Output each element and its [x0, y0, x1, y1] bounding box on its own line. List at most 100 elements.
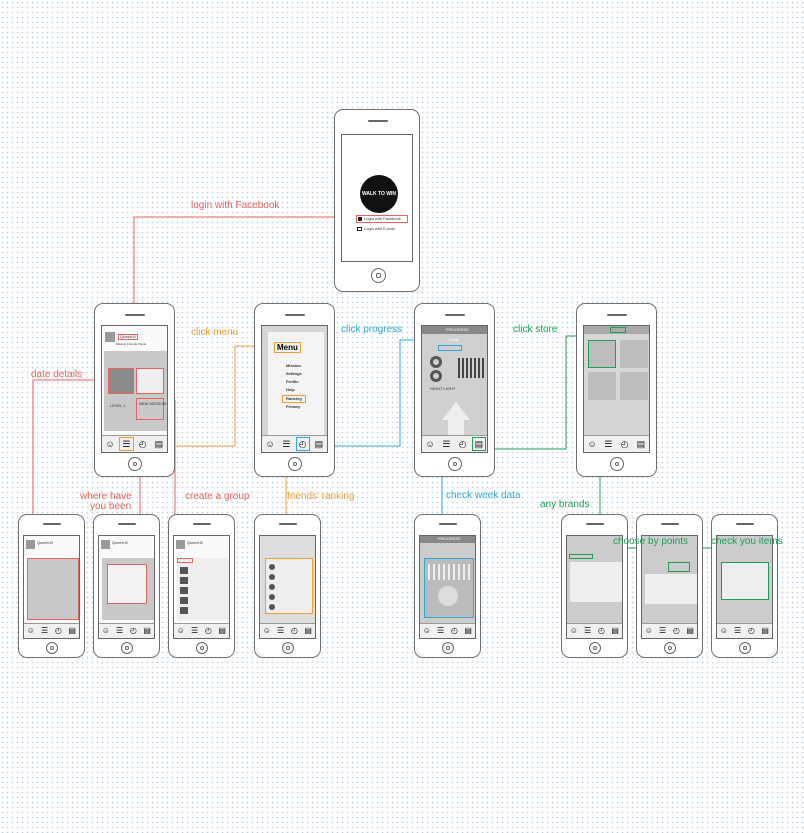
tab-store[interactable]: ▤ — [154, 438, 164, 449]
tab-profile[interactable]: ☺ — [587, 438, 597, 449]
tabbar: ☺ ☰ ◴ ▤ — [99, 623, 154, 638]
brand-tile[interactable] — [588, 340, 616, 368]
tab-store[interactable]: ▤ — [68, 626, 76, 635]
tab-menu[interactable]: ☰ — [116, 626, 124, 635]
tab-progress[interactable]: ◴ — [597, 626, 605, 635]
tab-progress[interactable]: ◴ — [204, 626, 212, 635]
tab-store[interactable]: ▤ — [686, 626, 694, 635]
week-ring — [438, 586, 458, 606]
week-data-screen: PROGRESS ☺ ☰ ◴ ▤ — [419, 535, 476, 639]
tab-profile[interactable]: ☺ — [262, 626, 271, 635]
tab-progress[interactable]: ◴ — [54, 626, 62, 635]
brands-header[interactable] — [569, 554, 593, 559]
tab-store[interactable]: ▤ — [761, 626, 769, 635]
tab-profile[interactable]: ☺ — [26, 626, 35, 635]
home-button — [442, 642, 454, 654]
phone-store: ☺ ☰ ◴ ▤ — [576, 303, 657, 477]
logo-text: WALK TO WIN — [361, 191, 397, 197]
menu-item-help[interactable]: Help — [286, 387, 295, 392]
tabbar: ☺ ☰ ◴ ▤ — [567, 623, 622, 638]
tab-menu[interactable]: ☰ — [659, 626, 667, 635]
items-panel[interactable] — [721, 562, 769, 600]
points-grid — [645, 574, 697, 604]
tab-profile[interactable]: ☺ — [422, 626, 431, 635]
tab-progress[interactable]: ◴ — [458, 438, 467, 449]
home-button — [288, 457, 302, 471]
login-facebook-button[interactable]: Login with Facebook — [356, 215, 408, 223]
tab-menu[interactable]: ☰ — [437, 626, 445, 635]
map-tile[interactable] — [136, 368, 164, 394]
tab-menu[interactable]: ☰ — [584, 626, 592, 635]
store-title-box[interactable] — [610, 327, 626, 333]
tabbar: ☺ ☰ ◴ ▤ — [420, 623, 475, 638]
tab-progress[interactable]: ◴ — [620, 438, 629, 449]
tab-profile[interactable]: ☺ — [425, 438, 435, 449]
menu-item-privacy[interactable]: Privacy — [286, 404, 301, 409]
tab-progress[interactable]: ◴ — [672, 626, 680, 635]
tab-menu[interactable]: ☰ — [191, 626, 199, 635]
tab-menu[interactable]: ☰ — [442, 438, 451, 449]
tabbar: ☺ ☰ ◴ ▤ — [260, 623, 315, 638]
group-header[interactable] — [177, 558, 193, 563]
tab-progress[interactable]: ◴ — [129, 626, 137, 635]
menu-item-ranking[interactable]: Ranking — [282, 395, 306, 403]
tab-menu[interactable]: ☰ — [282, 438, 291, 449]
new-mission-tile[interactable]: NEW MISSION — [136, 398, 166, 420]
piggy-tile[interactable] — [620, 340, 648, 368]
tab-menu[interactable]: ☰ — [118, 436, 134, 452]
tab-store[interactable]: ▤ — [304, 626, 312, 635]
tab-store[interactable]: ▤ — [314, 438, 324, 449]
tab-profile[interactable]: ☺ — [105, 438, 115, 449]
bar-chart — [458, 358, 484, 378]
profile-name: Queen.B — [37, 540, 53, 545]
tab-profile[interactable]: ☺ — [569, 626, 578, 635]
menu-item-mission[interactable]: Mission — [286, 363, 301, 368]
map-view[interactable] — [107, 564, 147, 604]
menu-item-settings[interactable]: Settings — [286, 371, 302, 376]
progress-screen: PROGRESS Today NIGHT LIGHT ☺ ☰ ◴ ▤ — [421, 325, 488, 453]
points-screen: ☺ ☰ ◴ ▤ — [641, 535, 698, 639]
tab-progress[interactable]: ◴ — [138, 438, 147, 449]
store-tile[interactable] — [588, 372, 616, 400]
tab-store[interactable]: ▤ — [218, 626, 226, 635]
tab-profile[interactable]: ☺ — [101, 626, 110, 635]
level-label: LEVEL 1 — [110, 403, 126, 408]
tab-menu[interactable]: ☰ — [604, 438, 613, 449]
tab-menu[interactable]: ☰ — [277, 626, 285, 635]
progress-header — [422, 326, 487, 334]
brands-screen: ☺ ☰ ◴ ▤ — [566, 535, 623, 639]
tab-store[interactable]: ▤ — [471, 436, 487, 452]
ring-chart — [430, 370, 442, 382]
tab-progress[interactable]: ◴ — [747, 626, 755, 635]
menu-item-profile[interactable]: Profile — [286, 379, 299, 384]
tab-menu[interactable]: ☰ — [734, 626, 742, 635]
home-button — [128, 457, 142, 471]
label-check-week-data: check week data — [446, 490, 521, 501]
gift-tile[interactable] — [620, 372, 648, 400]
tab-progress[interactable]: ◴ — [290, 626, 298, 635]
tab-store[interactable]: ▤ — [464, 626, 472, 635]
nightlight-label: NIGHT LIGHT — [430, 386, 456, 391]
progress-tabs[interactable] — [438, 345, 462, 351]
tab-profile[interactable]: ☺ — [176, 626, 185, 635]
store-tabbar: ☺ ☰ ◴ ▤ — [584, 435, 649, 452]
tab-store[interactable]: ▤ — [143, 626, 151, 635]
progress-title: PROGRESS — [446, 327, 469, 332]
tab-store[interactable]: ▤ — [611, 626, 619, 635]
tab-profile[interactable]: ☺ — [644, 626, 653, 635]
tab-profile[interactable]: ☺ — [719, 626, 728, 635]
login-email-button[interactable]: Login with E-mail — [356, 226, 408, 234]
tab-progress[interactable]: ◴ — [295, 436, 311, 452]
label-where-been-1: where have — [80, 491, 132, 502]
phone-menu: Menu Mission Settings Profile Help Ranki… — [254, 303, 335, 477]
label-check-items: check you items — [711, 536, 783, 547]
date-details-tile[interactable] — [108, 368, 134, 394]
points-filter[interactable] — [668, 562, 690, 572]
phone-check-items: ☺ ☰ ◴ ▤ — [711, 514, 778, 658]
tab-menu[interactable]: ☰ — [41, 626, 49, 635]
label-choose-points: choose by points — [613, 536, 689, 547]
tab-profile[interactable]: ☺ — [265, 438, 275, 449]
phone-any-brands: ☺ ☰ ◴ ▤ — [561, 514, 628, 658]
tab-progress[interactable]: ◴ — [450, 626, 458, 635]
tab-store[interactable]: ▤ — [636, 438, 646, 449]
